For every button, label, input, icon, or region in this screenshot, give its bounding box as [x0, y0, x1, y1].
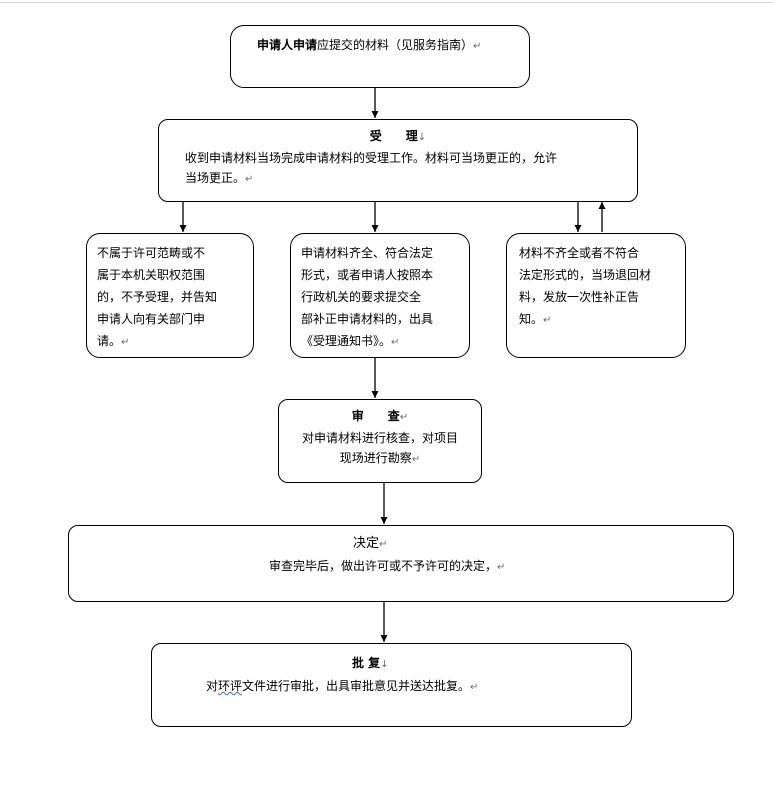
- acceptance-line-1: 收到申请材料当场完成申请材料的受理工作。材料可当场更正的，允许: [185, 151, 558, 165]
- complete-line-2: 形式，或者申请人按照本: [301, 268, 434, 282]
- incomplete-line-1: 材料不齐全或者不符合: [519, 246, 640, 260]
- return-mark: ↵: [470, 682, 479, 693]
- review-line-2: 现场进行勘察: [339, 451, 412, 465]
- complete-line-5: 《受理通知书》。: [301, 334, 392, 348]
- node-review: 审 查↵ 对申请材料进行核查，对项目 现场进行勘察↵: [278, 399, 482, 483]
- node-submit-materials: 申请人申请应提交的材料（见服务指南）↵: [230, 25, 530, 88]
- incomplete-line-3: 料，发放一次性补正告: [519, 290, 640, 304]
- return-mark: ↵: [399, 412, 409, 423]
- submit-title-bold: 申请人申请: [257, 38, 318, 52]
- return-mark: ↵: [245, 174, 254, 185]
- node-decision: 决定↵ 审查完毕后，做出许可或不予许可的决定，↵: [68, 525, 734, 602]
- page-top-rule: [0, 2, 773, 3]
- complete-line-4: 部补正申请材料的，出具: [301, 312, 434, 326]
- complete-line-1: 申请材料齐全、符合法定: [301, 246, 434, 260]
- return-mark: ↵: [121, 337, 130, 348]
- return-mark: ↵: [391, 337, 400, 348]
- node-materials-complete: 申请材料齐全、符合法定 形式，或者申请人按照本 行政机关的要求提交全 部补正申请…: [290, 233, 470, 358]
- node-acceptance: 受 理↓ 收到申请材料当场完成申请材料的受理工作。材料可当场更正的，允许 当场更…: [158, 119, 638, 202]
- incomplete-line-2: 法定形式的，当场退回材: [519, 268, 652, 282]
- node-approval: 批 复↓ 对环评文件进行审批，出具审批意见并送达批复。↵: [151, 643, 632, 727]
- incomplete-line-4: 知。: [519, 312, 544, 326]
- approval-title: 批 复: [352, 656, 381, 670]
- return-mark: ↵: [379, 539, 388, 550]
- return-mark: ↵: [543, 315, 552, 326]
- approval-line-underlined: 环评: [218, 679, 243, 693]
- node-not-accepted: 不属于许可范畴或不 属于本机关职权范围 的，不予受理，并告知 申请人向有关部门申…: [86, 233, 254, 358]
- complete-line-3: 行政机关的要求提交全: [301, 290, 422, 304]
- decision-line-1: 审查完毕后，做出许可或不予许可的决定，: [269, 559, 498, 573]
- review-title: 审 查: [351, 409, 400, 423]
- not-accepted-line-2: 属于本机关职权范围: [97, 268, 206, 282]
- down-mark: ↓: [380, 659, 389, 670]
- node-materials-incomplete: 材料不齐全或者不符合 法定形式的，当场退回材 料，发放一次性补正告 知。↵: [506, 233, 686, 358]
- not-accepted-line-1: 不属于许可范畴或不: [97, 246, 206, 260]
- down-mark: ↓: [417, 132, 427, 143]
- not-accepted-line-4: 申请人向有关部门申: [97, 312, 206, 326]
- not-accepted-line-5: 请。: [97, 334, 122, 348]
- submit-title-rest: 应提交的材料（见服务指南）: [317, 38, 474, 52]
- acceptance-line-2: 当场更正。: [185, 171, 246, 185]
- approval-line-pre: 对: [206, 679, 219, 693]
- return-mark: ↵: [497, 562, 506, 573]
- acceptance-title: 受 理: [369, 129, 418, 143]
- review-line-1: 对申请材料进行核查，对项目: [301, 431, 458, 445]
- approval-line-rest: 文件进行审批，出具审批意见并送达批复。: [242, 679, 471, 693]
- not-accepted-line-3: 的，不予受理，并告知: [97, 290, 218, 304]
- decision-title: 决定: [353, 536, 380, 551]
- return-mark: ↵: [473, 41, 482, 52]
- return-mark: ↵: [411, 454, 421, 465]
